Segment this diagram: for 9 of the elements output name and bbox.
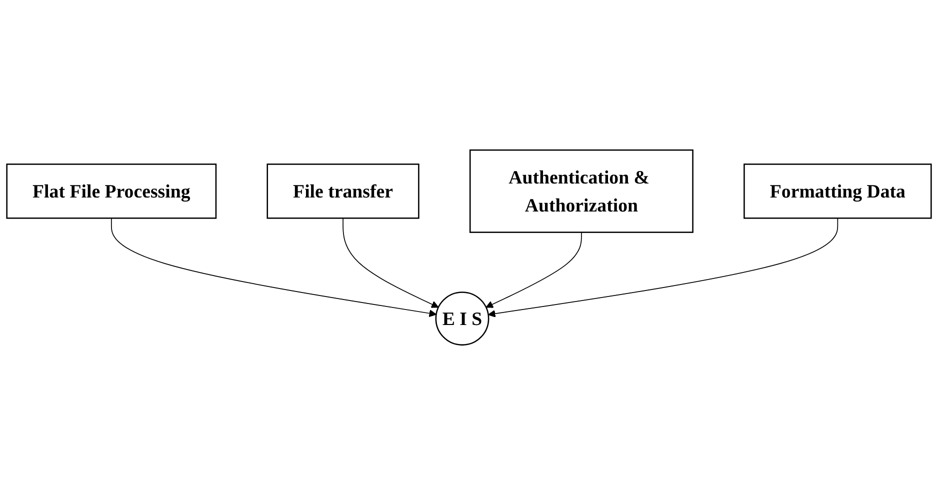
arrow bbox=[110, 218, 437, 318]
arrow bbox=[486, 232, 582, 308]
process-box: File transfer bbox=[266, 164, 420, 219]
arrow bbox=[488, 218, 838, 318]
process-box: Authentication & Authorization bbox=[469, 149, 694, 233]
arrow bbox=[342, 218, 439, 308]
process-box: Flat File Processing bbox=[6, 164, 217, 219]
system-circle: E I S bbox=[435, 292, 490, 346]
process-box: Formatting Data bbox=[744, 164, 932, 219]
